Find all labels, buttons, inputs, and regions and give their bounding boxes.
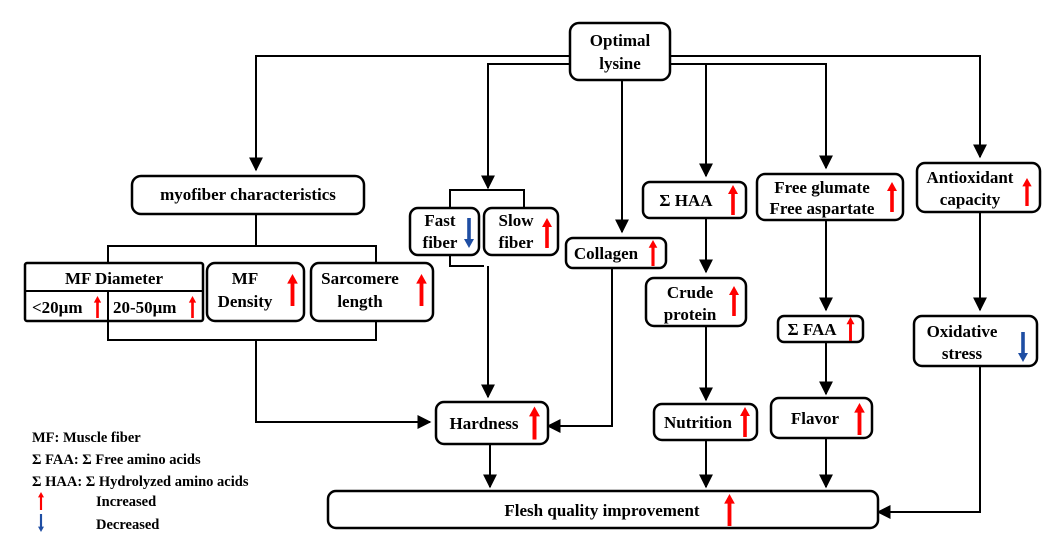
- legend: MF: Muscle fiber Σ FAA: Σ Free amino aci…: [32, 430, 249, 533]
- fast-fiber-line2: fiber: [423, 233, 458, 252]
- free-aa-line2: Free aspartate: [770, 199, 875, 218]
- fiber-bracket-top: [449, 189, 525, 208]
- node-fast-fiber: Fast fiber: [408, 206, 481, 257]
- legend-decreased: Decreased: [96, 517, 159, 533]
- slow-fiber-line1: Slow: [499, 211, 535, 230]
- edge-lysine-fiber: [481, 63, 593, 190]
- free-aa-line1: Free glumate: [774, 178, 870, 197]
- mf-density-line2: Density: [218, 292, 273, 311]
- fast-fiber-line1: Fast: [424, 211, 456, 230]
- node-crude-protein: Crude protein: [644, 276, 748, 328]
- bracket-bottom: [107, 322, 377, 341]
- fiber-bracket-bottom: [449, 255, 484, 267]
- node-flesh-quality: Flesh quality improvement: [326, 489, 880, 530]
- mf-density-line1: MF: [232, 269, 258, 288]
- connectors: [107, 55, 987, 519]
- edge-lysine-myofiber: [249, 55, 570, 172]
- node-collagen: Collagen: [564, 236, 668, 270]
- node-flavor: Flavor: [769, 396, 874, 440]
- node-slow-fiber: Slow fiber: [482, 206, 560, 257]
- mf-diameter-label: MF Diameter: [65, 269, 163, 288]
- legend-decrease-arrow-icon: [38, 514, 44, 532]
- legend-increased: Increased: [96, 494, 156, 510]
- node-hardness: Hardness: [434, 400, 550, 446]
- sarcomere-line1: Sarcomere: [321, 269, 399, 288]
- bracket-top: [107, 245, 377, 262]
- edge-lysine-freeaa: [664, 63, 833, 170]
- collagen-label: Collagen: [574, 244, 639, 263]
- legend-faa: Σ FAA: Σ Free amino acids: [32, 452, 201, 468]
- node-optimal-lysine: Optimal lysine: [568, 21, 672, 82]
- legend-increase-arrow-icon: [38, 492, 44, 510]
- node-oxidative: Oxidative stress: [912, 314, 1039, 368]
- node-free-aa: Free glumate Free aspartate: [755, 172, 905, 222]
- hardness-label: Hardness: [450, 414, 519, 433]
- d20-50-label: 20-50μm: [113, 298, 176, 317]
- edge-mf-hardness: [255, 340, 432, 429]
- myofiber-label: myofiber characteristics: [160, 185, 336, 204]
- crude-line2: protein: [664, 305, 717, 324]
- edge-collagen-hardness: [546, 268, 613, 433]
- optimal-lysine-line1: Optimal: [590, 31, 651, 50]
- node-sarcomere: Sarcomere length: [309, 261, 435, 323]
- flavor-label: Flavor: [791, 409, 840, 428]
- antiox-line2: capacity: [940, 190, 1001, 209]
- legend-mf: MF: Muscle fiber: [32, 430, 141, 446]
- crude-line1: Crude: [667, 283, 714, 302]
- nutrition-label: Nutrition: [664, 413, 733, 432]
- faa-label: Σ FAA: [787, 320, 837, 339]
- optimal-lysine-line2: lysine: [599, 54, 641, 73]
- slow-fiber-line2: fiber: [499, 233, 534, 252]
- node-haa: Σ HAA: [641, 180, 748, 220]
- node-mf-density: MF Density: [205, 261, 306, 323]
- oxid-line1: Oxidative: [927, 322, 998, 341]
- sarcomere-line2: length: [337, 292, 383, 311]
- node-nutrition: Nutrition: [652, 402, 759, 442]
- haa-label: Σ HAA: [659, 191, 713, 210]
- lt20-label: <20μm: [32, 298, 83, 317]
- node-faa: Σ FAA: [776, 314, 865, 344]
- flesh-label: Flesh quality improvement: [504, 501, 700, 520]
- edge-lysine-antioxidant: [670, 55, 987, 159]
- node-antioxidant: Antioxidant capacity: [915, 161, 1042, 214]
- edge-oxid-flesh: [876, 366, 981, 519]
- node-myofiber: myofiber characteristics: [130, 174, 366, 216]
- node-mf-diameter: MF Diameter <20μm 20-50μm: [23, 261, 205, 323]
- legend-haa: Σ HAA: Σ Hydrolyzed amino acids: [32, 474, 249, 490]
- oxid-line2: stress: [942, 344, 983, 363]
- antiox-line1: Antioxidant: [927, 168, 1014, 187]
